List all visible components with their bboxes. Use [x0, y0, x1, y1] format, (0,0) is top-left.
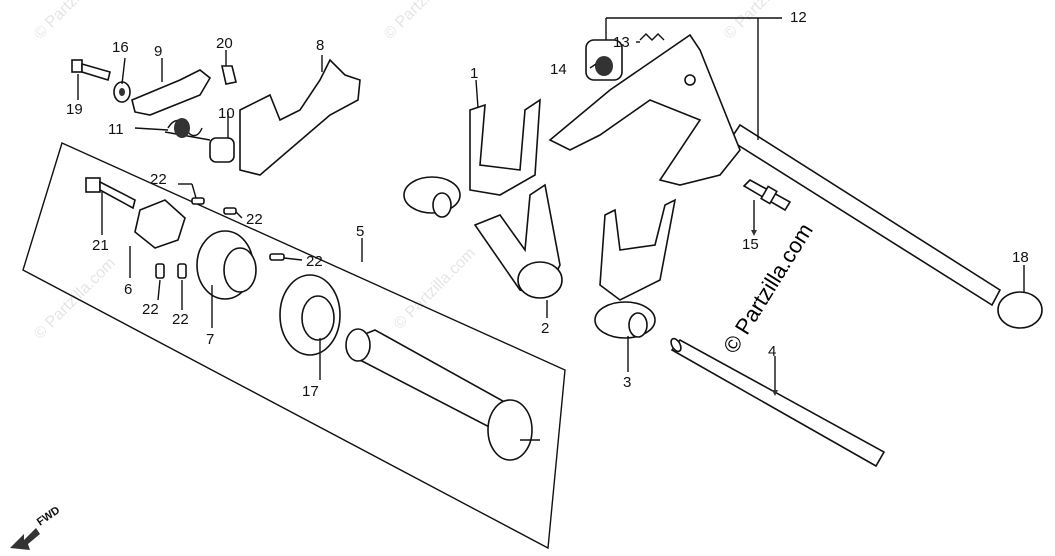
- label-part-15: 15: [742, 236, 759, 253]
- label-part-22-c: 22: [306, 253, 323, 270]
- label-part-14: 14: [550, 61, 567, 78]
- drum-plate-6: [134, 199, 186, 249]
- shift-drum: [345, 328, 540, 461]
- label-part-1: 1: [470, 65, 478, 82]
- label-part-2: 2: [541, 320, 549, 337]
- label-part-3: 3: [623, 374, 631, 391]
- label-part-22-d: 22: [142, 301, 159, 318]
- watermark-soft-1: © Partzilla.com: [31, 0, 119, 43]
- label-part-10: 10: [218, 105, 235, 122]
- label-part-22-a: 22: [150, 171, 167, 188]
- label-part-8: 8: [316, 37, 324, 54]
- bolt-20: [221, 65, 237, 85]
- label-part-22-b: 22: [246, 211, 263, 228]
- shift-fork-shaft: [670, 337, 886, 468]
- leader-lines: [77, 17, 1025, 390]
- fwd-arrow-icon: [10, 528, 40, 550]
- stopper-arm-9: [131, 69, 212, 116]
- watermark-soft-4: © Partzilla.com: [31, 255, 119, 343]
- washer-16: [113, 81, 131, 103]
- part-labels: 1 2 3 4 5 6 7 8 9 10 11 12 13 14 15 16 1…: [66, 9, 1029, 400]
- bolt-19: [71, 59, 111, 82]
- stopper-plate-8: [239, 58, 361, 176]
- spring-11-coil: [174, 118, 190, 138]
- bearing-17: [279, 274, 341, 356]
- watermark-soft-5: © Partzilla.com: [391, 245, 479, 333]
- label-part-19: 19: [66, 101, 83, 118]
- label-part-7: 7: [206, 331, 214, 348]
- watermark-soft-2: © Partzilla.com: [381, 0, 469, 43]
- label-part-21: 21: [92, 237, 109, 254]
- label-part-12: 12: [790, 9, 807, 26]
- fwd-label: FWD: [35, 504, 62, 528]
- bolt-21: [85, 177, 136, 210]
- shift-fork-2: [473, 183, 563, 299]
- washer-18: [997, 291, 1043, 329]
- label-part-22-e: 22: [172, 311, 189, 328]
- watermark-main: © Partzilla.com: [718, 219, 818, 358]
- fwd-indicator: FWD: [10, 504, 62, 550]
- pins-22: [155, 197, 285, 279]
- label-part-5: 5: [356, 223, 364, 240]
- drum-assembly-outline: [22, 142, 566, 550]
- pin-15: [742, 179, 792, 212]
- shift-fork-1: [403, 98, 541, 218]
- drum-center-7: [196, 230, 257, 300]
- shift-fork-3: [594, 198, 677, 339]
- label-part-9: 9: [154, 43, 162, 60]
- spring-13: [639, 33, 665, 41]
- collar-10: [209, 137, 235, 163]
- label-part-16: 16: [112, 39, 129, 56]
- leader-arrows: [751, 230, 778, 396]
- label-part-20: 20: [216, 35, 233, 52]
- label-part-17: 17: [302, 383, 319, 400]
- label-part-18: 18: [1012, 249, 1029, 266]
- label-part-6: 6: [124, 281, 132, 298]
- label-part-13: 13: [613, 34, 630, 51]
- label-part-11: 11: [108, 121, 124, 138]
- spring-collar-14: [585, 39, 623, 81]
- label-part-4: 4: [768, 343, 776, 360]
